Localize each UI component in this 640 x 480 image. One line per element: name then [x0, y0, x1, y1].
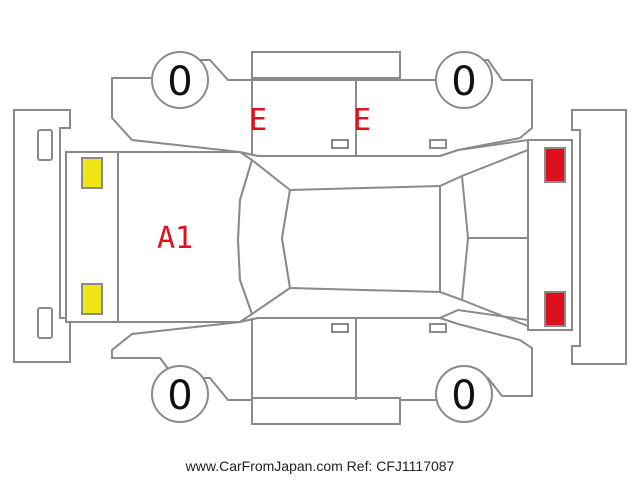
front-bumper [13, 109, 71, 363]
front-lamp-top [81, 157, 103, 189]
lower-front-door-handle [331, 323, 349, 333]
rear-door-damage-code: E [353, 103, 371, 138]
tyre-rear-right-value: 0 [451, 373, 476, 419]
tyre-rear-left: 0 [151, 365, 209, 423]
upper-side-panel [111, 51, 533, 157]
rear-window [439, 174, 470, 302]
tyre-rear-left-value: 0 [167, 373, 192, 419]
front-door-damage-code: E [249, 103, 267, 138]
front-lamp-bottom [81, 283, 103, 315]
lower-side-panel [111, 317, 533, 425]
upper-front-door-handle [331, 139, 349, 149]
front-bumper-slot-bottom [37, 307, 53, 339]
tyre-rear-right: 0 [435, 365, 493, 423]
tyre-front-right-value: 0 [451, 59, 476, 105]
rear-bumper [571, 109, 627, 365]
upper-roof-rail [251, 51, 401, 79]
car-body-top-view [65, 138, 573, 331]
tyre-front-left: 0 [151, 51, 209, 109]
watermark-footer: www.CarFromJapan.com Ref: CFJ1117087 [185, 458, 455, 474]
front-bumper-slot-top [37, 129, 53, 161]
hood-damage-code: A1 [157, 221, 193, 256]
upper-rear-door-handle [429, 139, 447, 149]
roof [280, 184, 441, 294]
tyre-front-left-value: 0 [167, 59, 192, 105]
lower-rear-door-handle [429, 323, 447, 333]
lower-roof-rail [251, 397, 401, 425]
tyre-front-right: 0 [435, 51, 493, 109]
rear-lamp-top [544, 147, 566, 183]
rear-lamp-bottom [544, 291, 566, 327]
